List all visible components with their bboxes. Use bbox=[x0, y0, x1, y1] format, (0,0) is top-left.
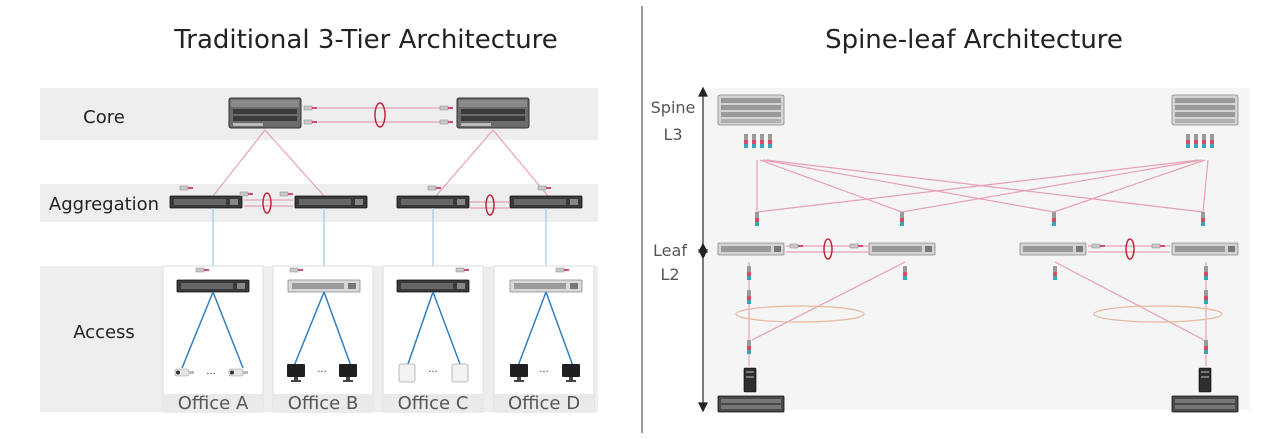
lag-ring-icon bbox=[374, 102, 386, 128]
access-switch-icon bbox=[509, 279, 583, 293]
access-switch-icon bbox=[176, 279, 250, 293]
svg-text:...: ... bbox=[539, 364, 549, 375]
office-label-b: Office B bbox=[288, 393, 359, 414]
office-label-c: Office C bbox=[398, 393, 469, 414]
core-switch-icon bbox=[228, 97, 302, 129]
left-title: Traditional 3-Tier Architecture bbox=[173, 25, 558, 55]
storage-icon bbox=[717, 395, 785, 413]
svg-text:...: ... bbox=[428, 364, 438, 375]
aggregation-switch-icon bbox=[509, 195, 583, 209]
office-card-b: ... bbox=[272, 265, 374, 413]
leaf-switch-icon bbox=[1171, 242, 1239, 256]
access-switch-icon bbox=[396, 279, 470, 293]
svg-text:...: ... bbox=[317, 364, 327, 375]
aggregation-switch-icon bbox=[396, 195, 470, 209]
leaf-switch-icon bbox=[1019, 242, 1087, 256]
server-icon bbox=[743, 367, 757, 393]
spine-switch-icon bbox=[1171, 94, 1239, 126]
lag-ring-icon bbox=[485, 194, 495, 216]
spine-leaf-mesh-links bbox=[756, 159, 1209, 213]
office-card-a: ... bbox=[162, 265, 264, 413]
spine-label: Spine bbox=[651, 98, 696, 117]
lag-ring-icon bbox=[823, 238, 833, 260]
office-card-d: ... bbox=[493, 265, 595, 413]
access-point-icon bbox=[451, 363, 469, 383]
spine-switch-icon bbox=[717, 94, 785, 126]
core-switch-icon bbox=[456, 97, 530, 129]
tier-label-access: Access bbox=[73, 322, 135, 343]
leaf-peer-links bbox=[786, 243, 1170, 253]
aggregation-switch-icon bbox=[169, 195, 243, 209]
aggregation-lag-links bbox=[244, 199, 510, 209]
leaf-switch-icon bbox=[717, 242, 785, 256]
tier-label-aggregation: Aggregation bbox=[49, 194, 159, 215]
spine-leaf-area bbox=[704, 88, 1250, 410]
core-aggregation-links bbox=[212, 129, 549, 197]
access-point-icon bbox=[398, 363, 416, 383]
core-lag-links bbox=[303, 105, 454, 125]
access-switch-icon bbox=[287, 279, 361, 293]
server-icon bbox=[1198, 367, 1212, 393]
office-label-a: Office A bbox=[178, 393, 249, 414]
spine-layer-label: L3 bbox=[663, 125, 682, 144]
leaf-layer-label: L2 bbox=[660, 265, 679, 284]
office-card-c: ... bbox=[382, 265, 484, 413]
mlag-ring-icon bbox=[735, 305, 865, 323]
leaf-switch-icon bbox=[868, 242, 936, 256]
office-label-d: Office D bbox=[508, 393, 580, 414]
lag-ring-icon bbox=[262, 192, 272, 214]
svg-text:...: ... bbox=[206, 366, 216, 377]
right-title: Spine-leaf Architecture bbox=[825, 25, 1123, 55]
storage-icon bbox=[1171, 395, 1239, 413]
leaf-label: Leaf bbox=[653, 241, 687, 260]
mlag-ring-icon bbox=[1093, 305, 1223, 323]
lag-ring-icon bbox=[1125, 238, 1135, 260]
layer-axis bbox=[698, 86, 708, 413]
aggregation-switch-icon bbox=[294, 195, 368, 209]
tier-label-core: Core bbox=[83, 107, 125, 128]
